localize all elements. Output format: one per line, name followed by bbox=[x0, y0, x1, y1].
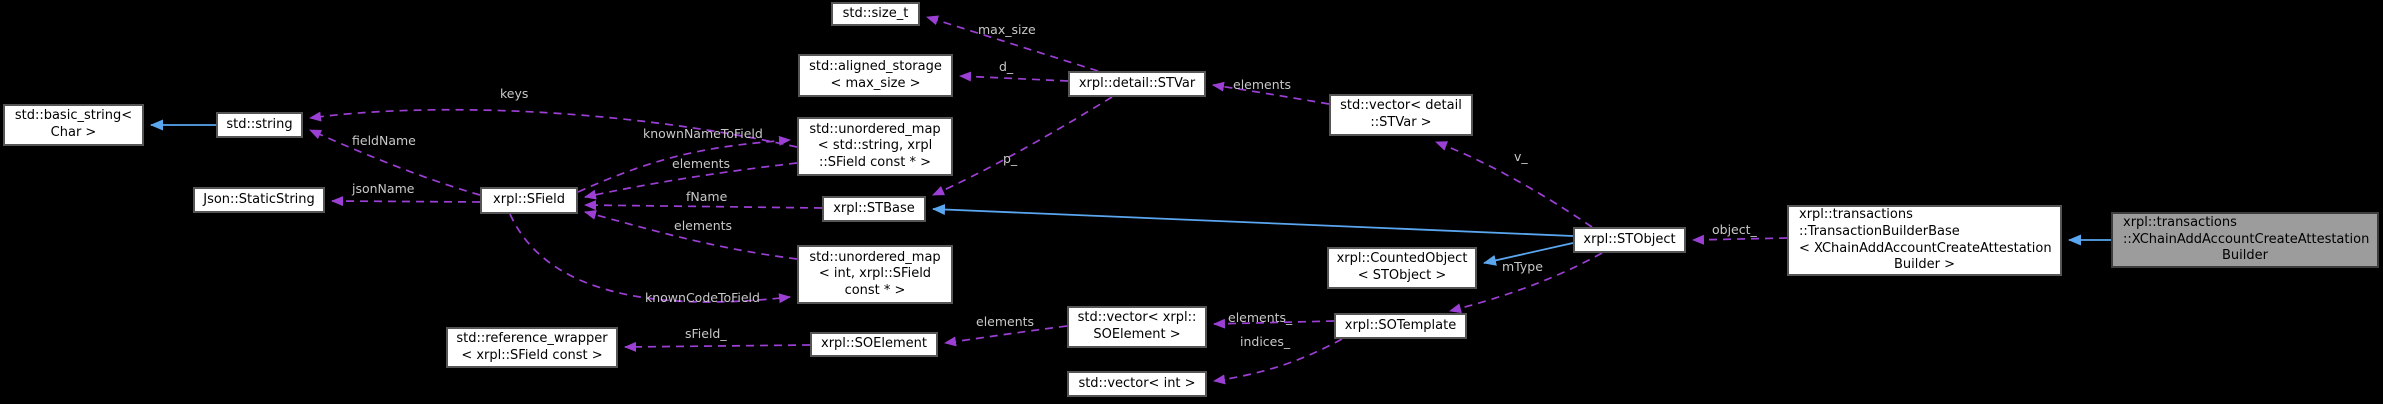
node-ref-wrapper[interactable]: std::reference_wrapper< xrpl::SField con… bbox=[446, 327, 618, 368]
node-map-int-line-2: const * > bbox=[844, 282, 906, 298]
edge-elements-mapstr-usage-arrow bbox=[584, 162, 798, 200]
node-sfield[interactable]: xrpl::SField bbox=[480, 187, 578, 214]
node-stvar-line-0: xrpl::detail::STVar bbox=[1078, 75, 1196, 91]
node-xchain-builder: xrpl::transactions::XChainAddAccountCrea… bbox=[2111, 212, 2379, 268]
node-counted-object[interactable]: xrpl::CountedObject< STObject > bbox=[1327, 247, 1477, 289]
edge-elements-vecstvar-usage-arrow bbox=[1212, 81, 1330, 105]
node-map-string-line-2: ::SField const * > bbox=[818, 154, 932, 170]
node-std-string-line-0: std::string bbox=[226, 116, 293, 132]
edge-label-p: p_ bbox=[1003, 151, 1018, 166]
node-xchain-builder-line-2: Builder bbox=[2222, 248, 2268, 264]
node-sfield-line-0: xrpl::SField bbox=[493, 192, 565, 208]
edge-elements_-usage-arrow bbox=[1213, 318, 1335, 329]
edge-knownCodeToField-usage-arrow bbox=[509, 213, 791, 304]
edge-label-keys: keys bbox=[500, 86, 529, 101]
node-vec-soelement-line-1: SOElement > bbox=[1093, 327, 1181, 342]
node-sotemplate-line-0: xrpl::SOTemplate bbox=[1344, 317, 1457, 333]
node-vec-stvar-line-0: std::vector< detail bbox=[1340, 98, 1462, 114]
node-vec-soelement-line-0: std::vector< xrpl:: bbox=[1077, 310, 1197, 326]
edge-object-usage-arrow bbox=[1692, 234, 1788, 245]
edge-d-usage-arrow bbox=[959, 71, 1069, 82]
edge-label-d: d_ bbox=[999, 59, 1014, 74]
edge-label-v: v_ bbox=[1514, 149, 1528, 164]
node-map-string[interactable]: std::unordered_map< std::string, xrpl::S… bbox=[797, 117, 953, 176]
edge-label-elements-mapint: elements bbox=[674, 218, 733, 233]
edge-mType-usage-arrow bbox=[1449, 252, 1603, 314]
edge-label-elements-vecstvar: elements bbox=[1233, 77, 1292, 92]
node-stobject[interactable]: xrpl::STObject bbox=[1573, 227, 1686, 253]
edge-fName-usage-arrow bbox=[584, 200, 823, 211]
edge-stobject-to-stbase-inheritance-arrow bbox=[932, 204, 1574, 237]
node-size-t[interactable]: std::size_t bbox=[831, 2, 920, 26]
node-soelement[interactable]: xrpl::SOElement bbox=[810, 332, 938, 357]
edge-label-fName: fName bbox=[686, 189, 728, 204]
edge-label-sField: sField_ bbox=[685, 326, 727, 341]
node-txn-builder-base-line-0: xrpl::transactions bbox=[1799, 207, 1913, 223]
node-stbase[interactable]: xrpl::STBase bbox=[822, 196, 926, 222]
node-vec-stvar-line-1: ::STVar > bbox=[1370, 115, 1432, 130]
node-txn-builder-base-line-3: Builder > bbox=[1893, 257, 1955, 273]
edge-label-jsonName: jsonName bbox=[352, 181, 415, 196]
edge-label-max_size: max_size bbox=[978, 22, 1036, 37]
node-basic-string[interactable]: std::basic_string<Char > bbox=[3, 104, 144, 146]
edge-sField-usage-arrow bbox=[624, 341, 811, 352]
node-map-string-line-0: std::unordered_map bbox=[809, 121, 941, 137]
node-counted-object-line-1: < STObject > bbox=[1357, 268, 1447, 283]
edge-label-object: object_ bbox=[1712, 222, 1757, 237]
node-txn-builder-base-line-1: ::TransactionBuilderBase bbox=[1799, 223, 1960, 239]
edge-label-knownCodeToField: knownCodeToField bbox=[645, 290, 760, 305]
node-static-string[interactable]: Json::StaticString bbox=[193, 187, 325, 213]
edge-label-elements-mapstr: elements bbox=[672, 156, 731, 171]
node-aligned-storage-line-1: < max_size > bbox=[830, 75, 921, 91]
node-ref-wrapper-line-0: std::reference_wrapper bbox=[456, 330, 608, 346]
node-map-int-line-0: std::unordered_map bbox=[809, 249, 941, 265]
edge-label-fieldName: fieldName bbox=[352, 133, 416, 148]
node-map-string-line-1: < std::string, xrpl bbox=[817, 138, 933, 154]
node-stobject-line-0: xrpl::STObject bbox=[1583, 231, 1676, 247]
node-vec-int-line-0: std::vector< int > bbox=[1078, 375, 1196, 391]
node-xchain-builder-line-1: ::XChainAddAccountCreateAttestation bbox=[2123, 231, 2370, 247]
node-static-string-line-0: Json::StaticString bbox=[203, 191, 315, 207]
node-sotemplate[interactable]: xrpl::SOTemplate bbox=[1334, 313, 1467, 339]
edge-v-usage-arrow bbox=[1435, 141, 1593, 228]
node-size-t-line-0: std::size_t bbox=[842, 5, 909, 21]
node-basic-string-line-0: std::basic_string< bbox=[14, 108, 133, 124]
edge-max_size-usage-arrow bbox=[926, 15, 1099, 72]
node-aligned-storage-line-0: std::aligned_storage bbox=[809, 58, 942, 74]
node-txn-builder-base-line-2: < XChainAddAccountCreateAttestation bbox=[1799, 240, 2052, 256]
edge-label-knownNameToField: knownNameToField bbox=[643, 126, 763, 141]
node-aligned-storage[interactable]: std::aligned_storage< max_size > bbox=[798, 54, 953, 97]
edge-label-elements-vecsoe: elements bbox=[976, 314, 1035, 329]
node-txn-builder-base[interactable]: xrpl::transactions::TransactionBuilderBa… bbox=[1787, 205, 2062, 276]
node-vec-int[interactable]: std::vector< int > bbox=[1067, 371, 1207, 397]
edge-elements-vecsoe-usage-arrow bbox=[944, 325, 1068, 347]
node-soelement-line-0: xrpl::SOElement bbox=[821, 336, 927, 352]
node-std-string[interactable]: std::string bbox=[216, 112, 303, 138]
node-ref-wrapper-line-1: < xrpl::SField const > bbox=[461, 347, 603, 363]
edge-p-usage-arrow bbox=[932, 96, 1113, 196]
edge-keys-usage-arrow bbox=[309, 108, 798, 148]
node-vec-stvar[interactable]: std::vector< detail::STVar > bbox=[1329, 94, 1473, 136]
edge-label-indices_: indices_ bbox=[1240, 334, 1291, 349]
node-map-int-line-1: < int, xrpl::SField bbox=[818, 266, 932, 282]
edge-indices_-usage-arrow bbox=[1213, 338, 1343, 385]
edge-elements-mapint-usage-arrow bbox=[584, 210, 798, 260]
node-stvar[interactable]: xrpl::detail::STVar bbox=[1068, 71, 1206, 97]
node-stbase-line-0: xrpl::STBase bbox=[833, 200, 915, 216]
node-basic-string-line-1: Char > bbox=[50, 125, 97, 140]
edge-label-mType: mType bbox=[1502, 259, 1543, 274]
edge-jsonName-usage-arrow bbox=[331, 196, 481, 207]
edge-knownNameToField-usage-arrow bbox=[577, 135, 791, 193]
node-counted-object-line-0: xrpl::CountedObject bbox=[1336, 251, 1468, 267]
node-vec-soelement[interactable]: std::vector< xrpl::SOElement > bbox=[1067, 306, 1207, 348]
edge-stobject-to-counted-object-inheritance-arrow bbox=[1483, 242, 1574, 266]
edge-label-elements_: elements_ bbox=[1228, 310, 1293, 325]
node-xchain-builder-line-0: xrpl::transactions bbox=[2123, 215, 2237, 231]
